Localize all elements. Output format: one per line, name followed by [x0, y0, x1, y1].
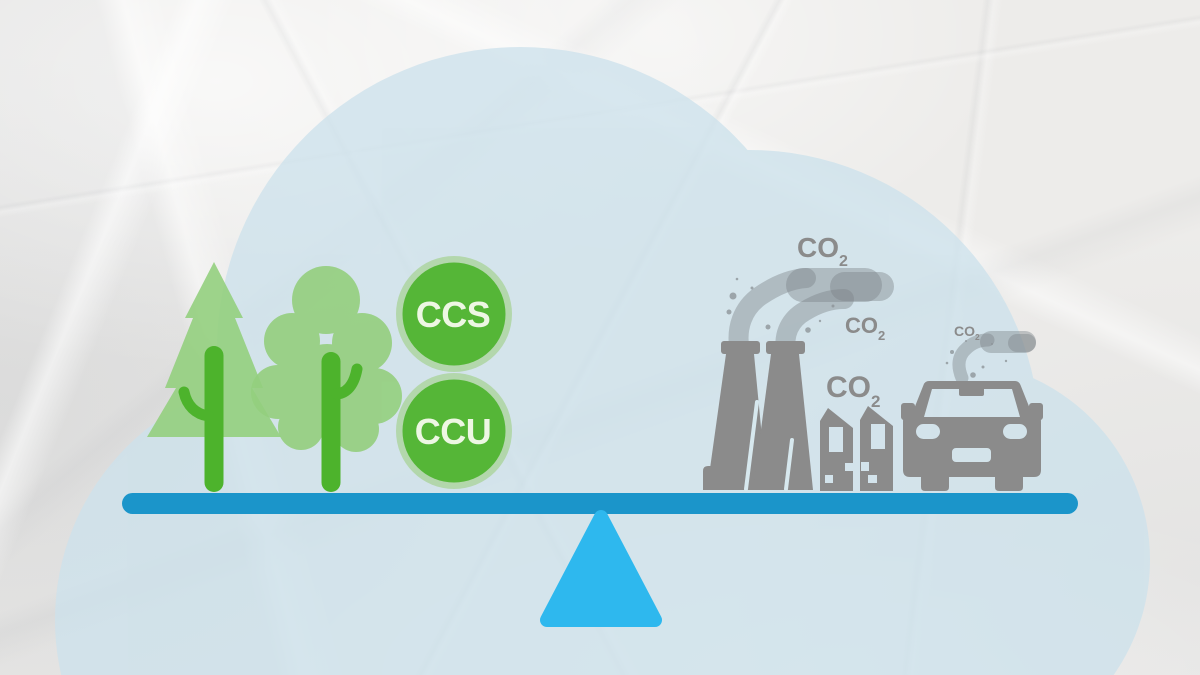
ccs-badge: CCS — [396, 256, 512, 372]
ccu-badge: CCU — [396, 373, 512, 489]
tower-right-rim — [766, 341, 805, 354]
tower-base-block — [703, 466, 745, 490]
ccs-circle — [402, 262, 506, 366]
ccs-label: CCS — [416, 294, 491, 335]
car-rearview-mirror — [959, 387, 984, 396]
leafy-tree — [251, 266, 402, 492]
car-smoke-plume — [952, 333, 995, 385]
ccu-label: CCU — [415, 411, 492, 452]
pine-tree — [147, 262, 281, 492]
cooling-towers — [703, 341, 813, 490]
pine-trunk — [204, 346, 224, 492]
balance-beam — [122, 493, 1078, 514]
co2-label-medium: CO2 — [845, 313, 885, 343]
car-smoke-cloud — [980, 331, 1036, 353]
factory-building-1 — [820, 408, 853, 491]
car-body — [903, 381, 1041, 491]
smoke-plume-left — [728, 268, 816, 362]
factory-building-2 — [860, 406, 893, 491]
smoke-plume-right — [775, 289, 854, 362]
car — [901, 381, 1043, 491]
tower-left-rim — [721, 341, 760, 354]
pine-branch — [178, 386, 214, 422]
balance-fulcrum — [540, 510, 662, 627]
smoke-cloud-overlap — [830, 272, 894, 301]
co2-label-car: CO2 — [954, 323, 980, 342]
tower-roof-slit-2 — [784, 438, 794, 491]
leafy-canopy — [251, 266, 402, 452]
car-smoke-cloud-overlap — [1008, 334, 1036, 352]
car-smoke — [952, 331, 1036, 385]
leafy-trunk — [321, 352, 341, 492]
factory-buildings — [820, 406, 893, 491]
factory-smoke — [728, 268, 894, 362]
tower-roof-slit-1 — [744, 400, 759, 491]
smoke-cloud-large — [786, 268, 882, 302]
co2-label-large: CO2 — [797, 232, 848, 270]
smoke-dots — [726, 277, 1008, 378]
co2-label-low: CO2 — [826, 371, 880, 411]
cooling-tower-right — [753, 354, 813, 490]
leafy-branch — [331, 363, 363, 400]
ccu-circle — [402, 379, 506, 483]
